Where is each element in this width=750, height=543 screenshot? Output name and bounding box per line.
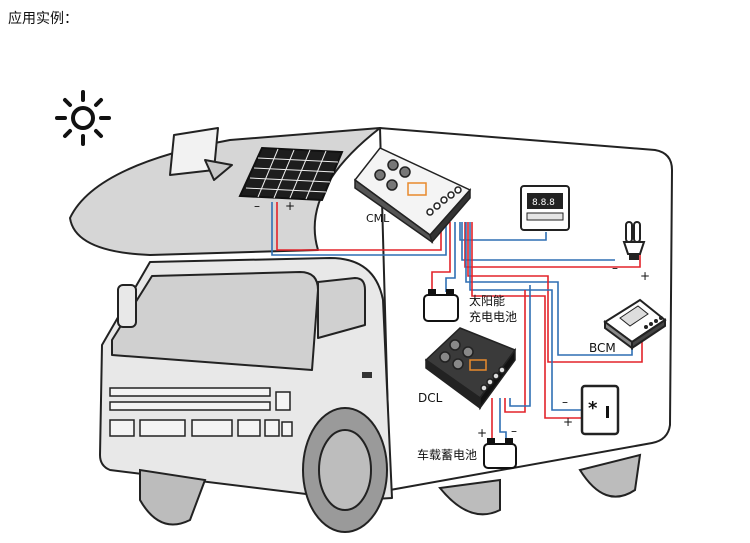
door-handle xyxy=(362,372,372,378)
lamp-icon xyxy=(622,221,646,260)
remote-display xyxy=(520,185,570,231)
front-grille xyxy=(109,387,293,437)
solar-battery-icon xyxy=(423,289,459,322)
vehicle-battery-minus-label: – xyxy=(511,424,517,438)
bcm-device xyxy=(603,298,667,350)
sun-icon xyxy=(55,90,111,146)
wiring xyxy=(271,202,643,440)
svg-text:*: * xyxy=(588,398,598,419)
cml-label: CML xyxy=(366,212,390,225)
fridge-icon: * xyxy=(580,384,620,436)
solar-battery-label-line2: 充电电池 xyxy=(469,309,517,324)
solar-panel xyxy=(238,146,344,202)
lamp-minus-label: – xyxy=(612,261,618,275)
solar-battery-label-line1: 太阳能 xyxy=(469,293,505,308)
dcl-label: DCL xyxy=(418,391,443,405)
cml-controller xyxy=(353,147,472,244)
dcl-controller xyxy=(424,327,517,411)
vehicle-battery-icon xyxy=(483,438,517,469)
display-digits: 8.8.8 xyxy=(532,198,555,208)
solar-panel-plus-label: + xyxy=(285,199,295,213)
page-title: 应用实例： xyxy=(8,11,78,27)
wheels xyxy=(139,407,642,533)
solar-panel-minus-label: – xyxy=(254,199,260,213)
vehicle-battery-label: 车载蓄电池 xyxy=(417,447,477,462)
fridge-plus-label: + xyxy=(563,415,573,429)
bcm-label: BCM xyxy=(589,341,616,355)
vehicle-battery-plus-label: + xyxy=(477,426,487,440)
fridge-minus-label: – xyxy=(562,395,568,409)
lamp-plus-label: + xyxy=(640,269,650,283)
